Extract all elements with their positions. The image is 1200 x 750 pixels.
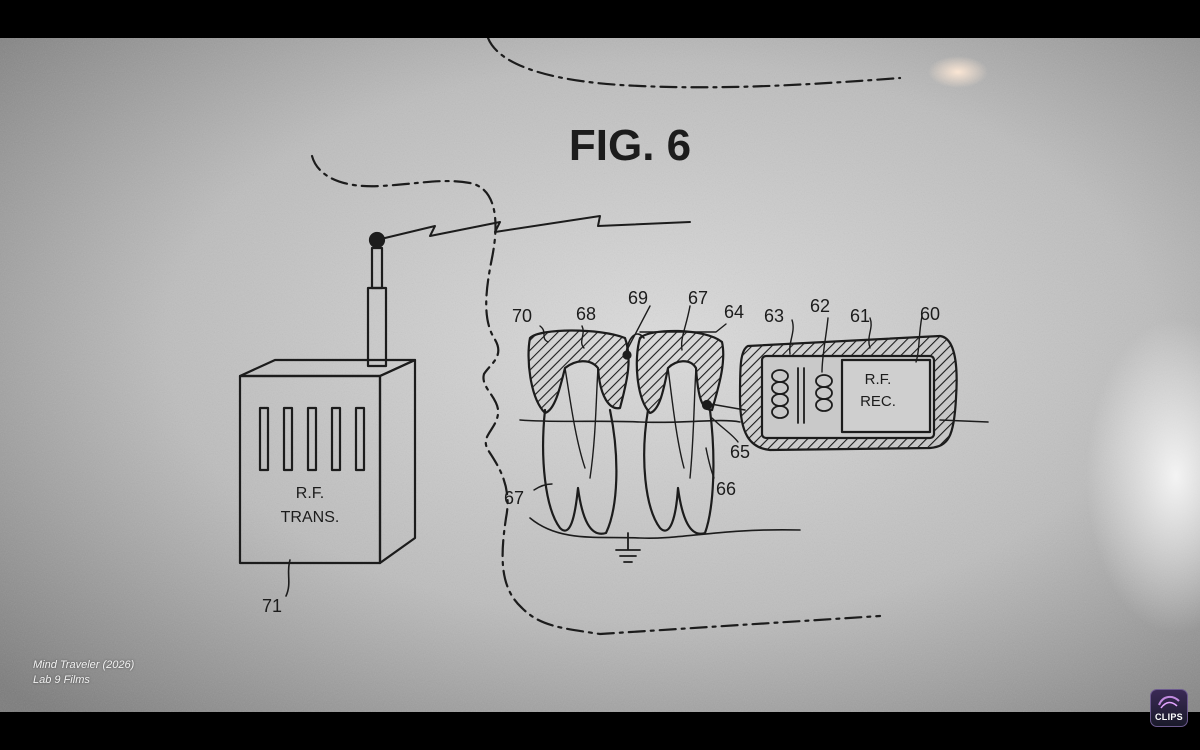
- patent-drawing: FIG. 6 R.F. TRANS. R.F. REC. 71 70 68 69…: [0, 38, 1200, 712]
- letterbox-bottom: [0, 712, 1200, 750]
- film-credit: Mind Traveler (2026) Lab 9 Films: [33, 658, 134, 688]
- leader-65: [711, 417, 739, 443]
- radio-signal: [384, 215, 691, 239]
- lens-flare: [928, 56, 988, 88]
- figure-title: FIG. 6: [569, 121, 691, 170]
- credit-studio: Lab 9 Films: [33, 674, 90, 686]
- crown-2: [635, 329, 725, 415]
- bridge-wire: [625, 333, 645, 355]
- letterbox-top: [0, 0, 1200, 38]
- leader-70: [539, 325, 549, 343]
- transmitter-label-line2: TRANS.: [281, 509, 340, 526]
- gum-line: [519, 419, 741, 424]
- leader-62: [821, 317, 829, 373]
- coil-right: [815, 374, 833, 412]
- head-outline-top: [486, 38, 902, 89]
- ref-71: 71: [262, 596, 282, 616]
- ref-62: 62: [810, 296, 830, 316]
- tooth-1-root: [542, 408, 618, 535]
- ref-69: 69: [628, 288, 648, 308]
- face-outline: [310, 154, 882, 636]
- logo-text: CLIPS: [1154, 712, 1183, 722]
- receiver-label-line1: R.F.: [865, 371, 892, 388]
- ref-70: 70: [512, 306, 532, 326]
- leader-66: [705, 447, 715, 479]
- leader-64: [639, 323, 727, 333]
- crown-1: [527, 329, 630, 415]
- tooth-2-nerve: [667, 367, 697, 479]
- ref-67-top: 67: [688, 288, 708, 308]
- receiver-label-line2: REC.: [860, 393, 896, 410]
- leader-69: [627, 305, 651, 349]
- transmitter-front: [238, 374, 382, 565]
- transmitter-label-line1: R.F.: [296, 485, 324, 502]
- rf-receiver-box: [840, 358, 932, 434]
- diagram-svg: FIG. 6 R.F. TRANS. R.F. REC. 71 70 68 69…: [0, 38, 1200, 712]
- credit-title: Mind Traveler (2026): [33, 659, 135, 671]
- tooth-1-nerve: [564, 367, 599, 479]
- light-glow: [900, 188, 1200, 712]
- tooth-2-root: [643, 408, 715, 535]
- transmitter-vents: [258, 406, 366, 472]
- coil-left: [771, 369, 789, 419]
- leader-71: [285, 559, 291, 597]
- ref-66: 66: [716, 479, 736, 499]
- logo-swirl-icon: [1158, 695, 1180, 709]
- channel-logo[interactable]: CLIPS: [1150, 689, 1188, 727]
- ref-68: 68: [576, 304, 596, 324]
- ref-67-left: 67: [504, 488, 524, 508]
- ref-60: 60: [920, 304, 940, 324]
- ref-64: 64: [724, 302, 744, 322]
- ref-61: 61: [850, 306, 870, 326]
- jaw-line: [529, 517, 801, 540]
- leader-61: [868, 317, 872, 349]
- wire-node: [701, 399, 713, 411]
- antenna-lower: [366, 286, 388, 368]
- bridge-node: [622, 350, 632, 360]
- ref-65: 65: [730, 442, 750, 462]
- leader-60: [915, 315, 923, 363]
- transformer-core: [797, 367, 805, 424]
- ref-63: 63: [764, 306, 784, 326]
- labels: FIG. 6 R.F. TRANS. R.F. REC. 71 70 68 69…: [262, 121, 940, 616]
- line-art: [238, 38, 989, 636]
- leader-67b: [533, 483, 553, 491]
- leader-68: [581, 325, 585, 349]
- leader-63: [788, 319, 794, 355]
- ground-symbol: [615, 532, 641, 563]
- antenna-ball: [368, 231, 386, 249]
